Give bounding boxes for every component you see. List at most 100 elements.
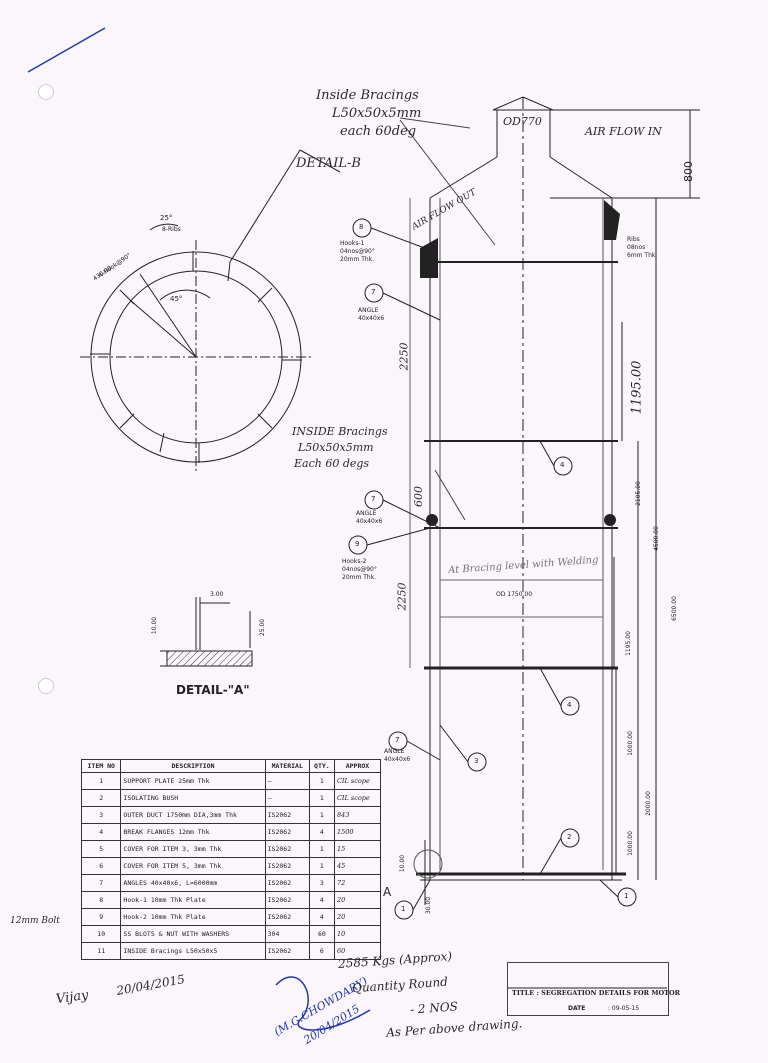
detail-b-label: DETAIL-B xyxy=(296,156,361,171)
punch-hole xyxy=(38,84,54,100)
balloon-3: 3 xyxy=(474,757,479,765)
note-inside-bracings-mid: INSIDE Bracings xyxy=(292,425,388,438)
bom-material: — xyxy=(264,789,310,807)
bom-material: IS2062 xyxy=(264,857,310,875)
bom-description: ISOLATING BUSH xyxy=(120,789,266,807)
bom-header-material: MATERIAL xyxy=(264,759,310,773)
detail-b-45deg: 45° xyxy=(170,295,183,303)
dim-1000-b: 1000.00 xyxy=(626,831,634,856)
dim-6500: 6500.00 xyxy=(670,596,678,621)
balloon-8: 8 xyxy=(359,223,364,231)
bom-material: IS2062 xyxy=(264,823,310,841)
dim-1195-hand: 1195.00 xyxy=(629,360,645,415)
balloon-4-b: 4 xyxy=(567,701,572,709)
bom-approx: 15 xyxy=(333,840,382,858)
detail-b-ring xyxy=(80,223,312,474)
dim-2000: 2000.00 xyxy=(644,791,652,816)
ribs-label: Ribs xyxy=(627,236,640,243)
bom-approx: 45 xyxy=(333,857,382,875)
angle-label-2: ANGLE xyxy=(356,510,377,517)
dim-2250-bot: 2250 xyxy=(395,582,409,611)
bom-description: COVER FOR ITEM 5, 3mm Thk xyxy=(120,857,266,875)
bom-item-no: 2 xyxy=(80,789,122,807)
note-inside-bracings-top-size: L50x50x5mm xyxy=(332,106,422,121)
note-inside-bracings-top-angle: each 60deg xyxy=(340,124,417,139)
note-inside-bracings-mid-angle: Each 60 degs xyxy=(294,457,370,470)
bom-description: COVER FOR ITEM 3, 3mm Thk xyxy=(120,840,266,858)
bom-header-qty: QTY. xyxy=(308,759,335,773)
balloon-7-b: 7 xyxy=(371,495,376,503)
balloon-7-c: 7 xyxy=(395,736,400,744)
bom-description: OUTER DUCT 1750mm DIA,3mm Thk xyxy=(120,806,266,824)
bom-description: BREAK FLANGES 12mm Thk xyxy=(120,823,266,841)
dim-1195: 1195.00 xyxy=(624,631,632,656)
balloon-7-a: 7 xyxy=(371,288,376,296)
dim-2105: 2105.00 xyxy=(634,481,642,506)
bom-approx: 843 xyxy=(333,806,382,824)
dim-600: 600 xyxy=(412,486,425,507)
balloon-2: 2 xyxy=(567,833,572,841)
bom-header-approx: APPROX xyxy=(333,759,382,773)
bom-approx: 1500 xyxy=(333,823,382,841)
bom-description: Hook-2 10mm Thk Plate xyxy=(120,908,266,926)
hooks1-thk: 20mm Thk. xyxy=(340,256,375,263)
hooks2-qty: 04nos@90° xyxy=(342,566,377,573)
bom-description: SUPPORT PLATE 25mm Thk xyxy=(120,772,266,790)
bom-approx: 60 xyxy=(333,942,382,960)
bom-qty: 4 xyxy=(308,823,335,841)
bom-item-no: 3 xyxy=(80,806,122,824)
balloon-1-b: 1 xyxy=(624,892,629,900)
bom-item-no: 4 xyxy=(80,823,122,841)
date-value: : 09-05-15 xyxy=(608,1005,640,1012)
ribs-qty: 08nos xyxy=(627,244,646,251)
bom-header-item: ITEM NO xyxy=(80,759,122,773)
bom-header-description: DESCRIPTION xyxy=(120,759,266,773)
detail-a-2500: 25.00 xyxy=(259,618,267,637)
bom-approx: 20 xyxy=(333,908,382,926)
od-1750: OD 1750.00 xyxy=(496,591,533,598)
bom-qty: 3 xyxy=(308,874,335,892)
bom-material: IS2062 xyxy=(264,942,310,960)
dim-4500: 4500.00 xyxy=(652,526,660,551)
bom-description: Hook-1 10mm Thk Plate xyxy=(120,891,266,909)
bom-material: — xyxy=(264,772,310,790)
label-a: A xyxy=(383,885,392,899)
bom-description: INSIDE Bracings L50x50x5 xyxy=(120,942,266,960)
bom-approx: 72 xyxy=(333,874,382,892)
bom-qty: 1 xyxy=(308,806,335,824)
bom-header-row: ITEM NO DESCRIPTION MATERIAL QTY. APPROX xyxy=(80,759,382,773)
detail-b-25deg: 25° xyxy=(160,214,173,222)
balloon-9: 9 xyxy=(355,540,360,548)
detail-a-caption: DETAIL-"A" xyxy=(176,683,250,697)
angle-size: 40x40x6 xyxy=(358,315,385,322)
dim-10: 10.00 xyxy=(399,854,407,873)
note-inside-bracings-top: Inside Bracings xyxy=(316,88,419,103)
bom-material: IS2062 xyxy=(264,840,310,858)
balloon-1-a: 1 xyxy=(401,905,406,913)
bom-approx: 10 xyxy=(333,925,382,943)
title-block: TITLE : SEGREGATION DETAILS FOR MOTOR DA… xyxy=(507,962,680,1016)
dim-800: 800 xyxy=(682,161,695,182)
bom-qty: 60 xyxy=(308,925,335,943)
dim-1000-a: 1000.00 xyxy=(626,731,634,756)
bom-qty: 4 xyxy=(308,891,335,909)
bom-material: 304 xyxy=(264,925,310,943)
bom-qty: 4 xyxy=(308,908,335,926)
bom-item-no: 7 xyxy=(80,874,122,892)
bom-qty: 1 xyxy=(308,772,335,790)
title-text: TITLE : SEGREGATION DETAILS FOR MOTOR xyxy=(512,989,681,997)
hooks1-qty: 04nos@90° xyxy=(340,248,375,255)
hooks2-label: Hooks-2 xyxy=(342,558,367,565)
detail-a-1000: 10.00 xyxy=(151,616,159,635)
bom-item-no: 10 xyxy=(80,925,122,943)
